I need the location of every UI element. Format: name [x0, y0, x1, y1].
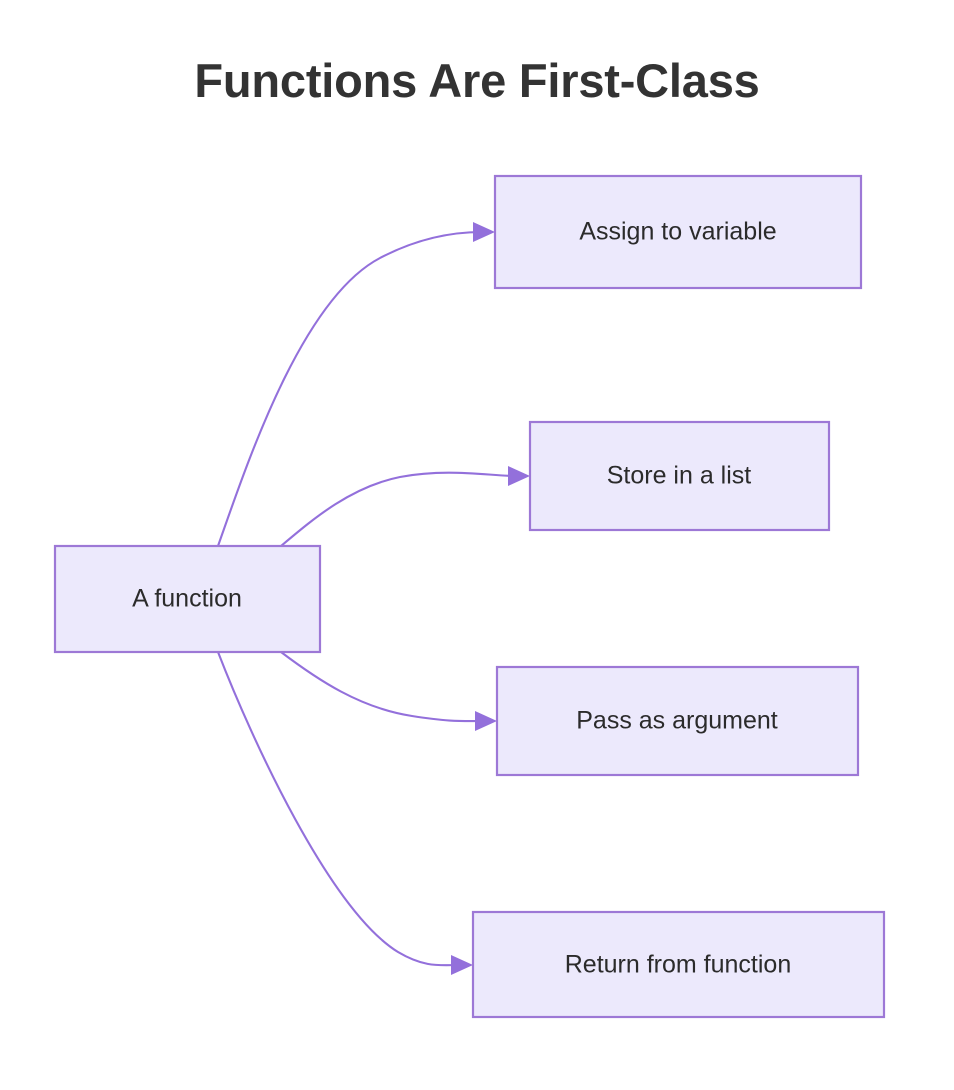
arrowhead-icon [451, 955, 473, 975]
node-store-in-a-list[interactable]: Store in a list [528, 420, 831, 532]
node-assign-to-variable[interactable]: Assign to variable [493, 174, 863, 290]
edge-path [217, 230, 483, 547]
arrowhead-icon [475, 711, 497, 731]
arrowhead-icon [508, 466, 530, 486]
edge-path [280, 471, 518, 547]
node-box[interactable] [495, 665, 860, 777]
node-return-from-function[interactable]: Return from function [471, 910, 886, 1019]
edges-group [217, 222, 530, 975]
node-box[interactable] [528, 420, 831, 532]
edge-store-in-a-list [280, 466, 530, 547]
nodes-group: A function Assign to variable Store in a… [53, 174, 886, 1019]
node-label: A function [132, 585, 242, 613]
node-box[interactable] [493, 174, 863, 290]
node-box[interactable] [471, 910, 886, 1019]
edge-return-from-function [217, 651, 473, 975]
node-label: Assign to variable [579, 218, 776, 246]
node-label: Store in a list [607, 462, 752, 490]
node-label: Pass as argument [576, 707, 778, 735]
arrowhead-icon [473, 222, 495, 242]
node-box[interactable] [53, 544, 322, 654]
node-pass-as-argument[interactable]: Pass as argument [495, 665, 860, 777]
edge-path [280, 651, 485, 723]
node-a-function[interactable]: A function [53, 544, 322, 654]
edge-path [217, 651, 461, 967]
page-title: Functions Are First-Class [194, 53, 760, 107]
edge-assign-to-variable [217, 222, 495, 547]
edge-pass-as-argument [280, 651, 497, 731]
node-label: Return from function [565, 951, 792, 979]
